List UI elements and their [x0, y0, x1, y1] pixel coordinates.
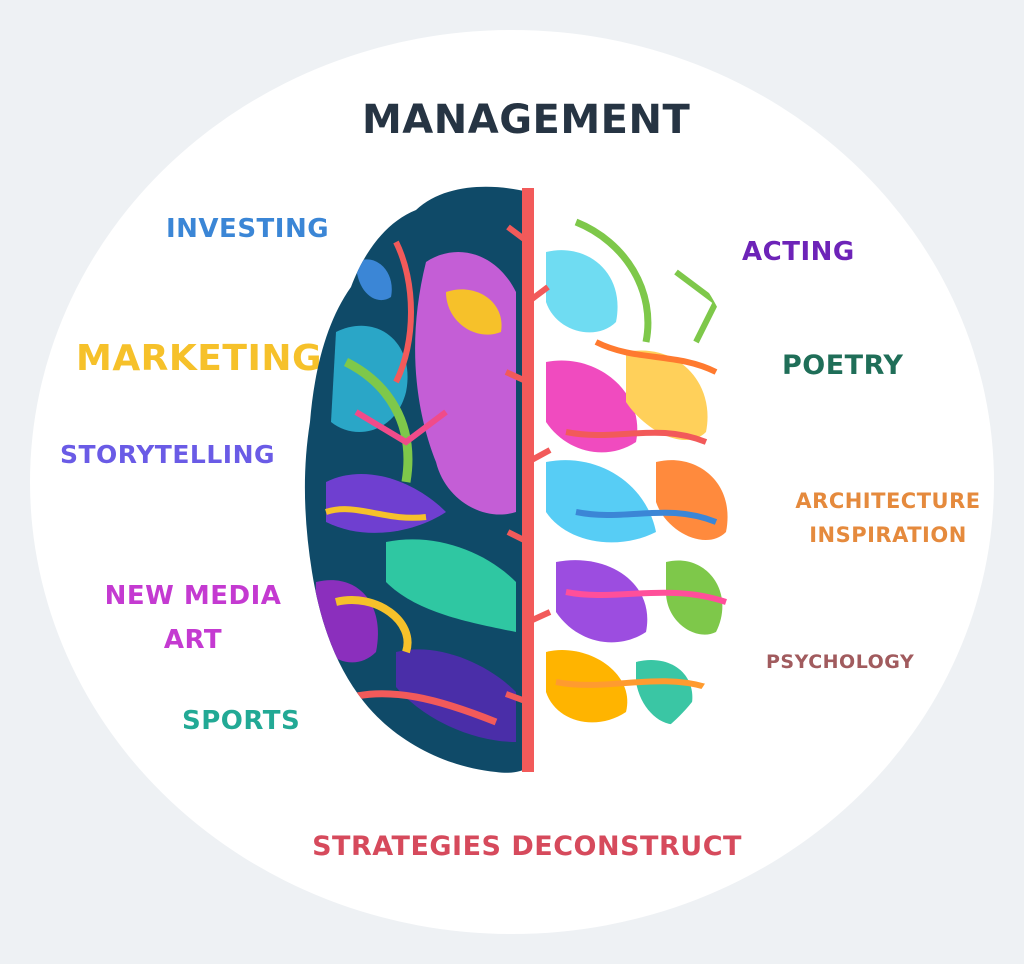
- brain-right-hemisphere: [528, 186, 752, 773]
- label-marketing: MARKETING: [76, 338, 323, 379]
- management-title: MANAGEMENT: [362, 97, 691, 143]
- label-storytelling: STORYTELLING: [60, 440, 276, 469]
- label-strategies-deconstruct: STRATEGIES DECONSTRUCT: [312, 831, 742, 862]
- label-acting: ACTING: [742, 237, 855, 267]
- label-architecture-line2: INSPIRATION: [809, 523, 967, 547]
- label-architecture-inspiration: ARCHITECTURE INSPIRATION: [788, 484, 988, 552]
- label-new-media-line2: ART: [163, 625, 223, 655]
- label-sports: SPORTS: [182, 706, 301, 736]
- label-psychology: PSYCHOLOGY: [766, 651, 915, 673]
- label-new-media-art: NEW MEDIA ART: [88, 574, 298, 662]
- label-new-media-line1: NEW MEDIA: [104, 581, 282, 611]
- label-investing: INVESTING: [166, 214, 330, 244]
- brain-left-hemisphere: [304, 186, 528, 773]
- label-poetry: POETRY: [782, 350, 904, 381]
- brain-icon: [304, 186, 752, 773]
- label-architecture-line1: ARCHITECTURE: [795, 489, 981, 513]
